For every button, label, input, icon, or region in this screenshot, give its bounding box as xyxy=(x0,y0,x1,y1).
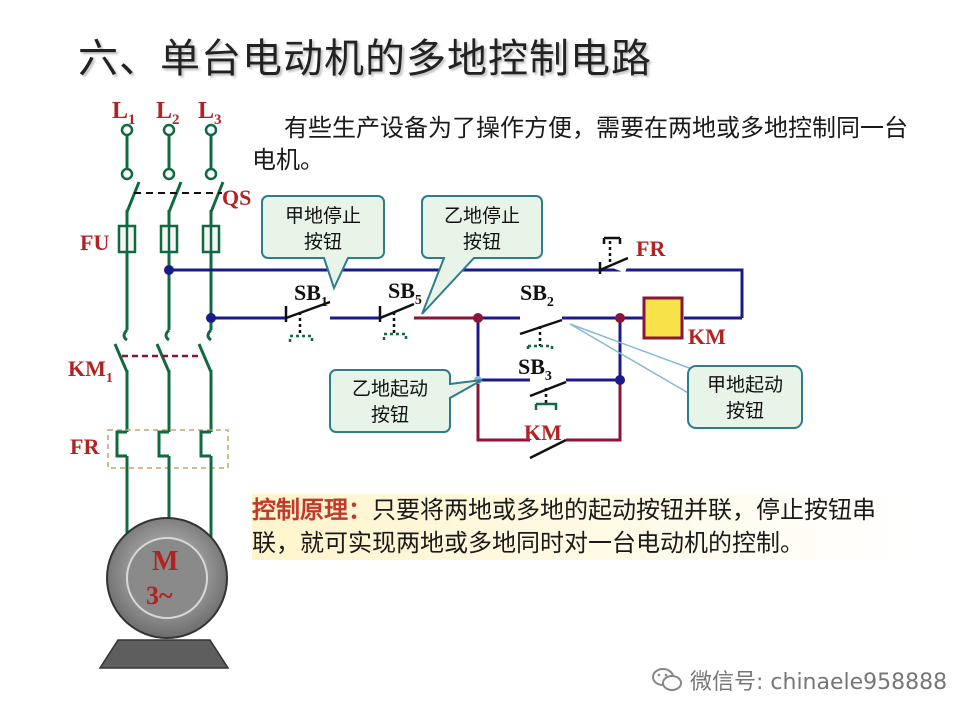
label-sb3: SB3 xyxy=(518,354,552,384)
fr-thermal-elements xyxy=(107,429,229,470)
callout-jia-stop-line2: 按钮 xyxy=(304,231,342,253)
callout-yi-stop-line2: 按钮 xyxy=(463,231,501,253)
label-sb5: SB5 xyxy=(388,278,422,308)
fuses xyxy=(117,224,221,254)
km-coil xyxy=(642,296,684,340)
callout-yi-start-line2: 按钮 xyxy=(371,404,409,426)
terminal xyxy=(204,123,218,137)
label-fu: FU xyxy=(80,230,109,255)
label-km-coil: KM xyxy=(688,324,726,349)
label-km-aux: KM xyxy=(524,420,562,445)
principle-text: 控制原理：只要将两地或多地的起动按钮并联，停止按钮串联，就可实现两地或多地同时对… xyxy=(252,494,912,560)
terminal xyxy=(120,167,134,181)
label-motor-3phase: 3~ xyxy=(146,581,173,610)
fr-nc-contact xyxy=(598,236,629,274)
wechat-icon xyxy=(652,668,682,691)
watermark: 微信号: chinaele958888 xyxy=(652,664,947,696)
junction-dot xyxy=(615,375,625,385)
control-circuit xyxy=(169,257,744,442)
motor-base xyxy=(98,639,230,669)
top-terminals xyxy=(120,123,218,181)
label-l3: L3 xyxy=(198,98,222,128)
callout-jia-start-line1: 甲地起动 xyxy=(707,374,783,396)
callout-jia-start-line2: 按钮 xyxy=(726,400,764,422)
watermark-text: 微信号: chinaele958888 xyxy=(690,670,948,695)
ctrl-top-wire xyxy=(169,268,744,318)
label-sb1: SB1 xyxy=(294,280,328,310)
label-sb2: SB2 xyxy=(520,280,554,310)
qs-switch xyxy=(120,181,225,213)
callout-jia-stop-line1: 甲地停止 xyxy=(285,205,361,227)
callout-yi-start-line1: 乙地起动 xyxy=(352,378,428,400)
label-l2: L2 xyxy=(156,98,180,128)
callout-yi-start: 乙地起动 按钮 xyxy=(329,369,483,433)
sb3-start-button xyxy=(529,380,567,410)
slide-title: 六、单台电动机的多地控制电路 xyxy=(78,36,652,82)
sb1-stop-button xyxy=(284,300,331,342)
junctions xyxy=(164,265,625,385)
label-fr-main: FR xyxy=(70,434,100,459)
junction-dot xyxy=(615,313,625,323)
terminal xyxy=(162,167,176,181)
button-labels: SB1 SB5 SB2 SB3 xyxy=(294,278,554,384)
sb2-start-button xyxy=(519,318,563,352)
principle-body: 只要将两地或多地的起动按钮并联，停止按钮串联，就可实现两地或多地同时对一台电动机… xyxy=(252,496,876,557)
callout-jia-stop: 甲地停止 按钮 xyxy=(261,195,385,291)
km-aux-branch-left xyxy=(476,380,530,442)
sb5-stop-button xyxy=(378,302,415,340)
label-fr-ctrl: FR xyxy=(636,236,666,261)
km-aux-branch-right xyxy=(566,380,622,442)
label-motor-m: M xyxy=(152,546,178,577)
callout-yi-stop-line1: 乙地停止 xyxy=(444,205,520,227)
label-l1: L1 xyxy=(112,98,136,128)
principle-label: 控制原理： xyxy=(252,496,372,524)
callout-jia-start: 甲地起动 按钮 xyxy=(569,323,803,429)
callout-yi-stop: 乙地停止 按钮 xyxy=(421,195,543,315)
junction-dot xyxy=(473,313,483,323)
terminal xyxy=(204,167,218,181)
motor-rotor xyxy=(126,537,208,619)
label-km1: KM1 xyxy=(68,356,113,386)
component-labels: L1 L2 L3 QS FU KM1 FR FR KM KM M 3~ xyxy=(68,98,726,610)
motor xyxy=(98,517,230,669)
terminal xyxy=(120,123,134,137)
junction-dot xyxy=(164,265,174,275)
terminal xyxy=(162,123,176,137)
km-aux-contact xyxy=(529,438,567,460)
km1-main-contacts xyxy=(113,328,222,373)
intro-text: 有些生产设备为了操作方便，需要在两地或多地控制同一台电机。 xyxy=(252,114,908,174)
label-qs: QS xyxy=(222,185,251,210)
junction-dot xyxy=(206,313,216,323)
